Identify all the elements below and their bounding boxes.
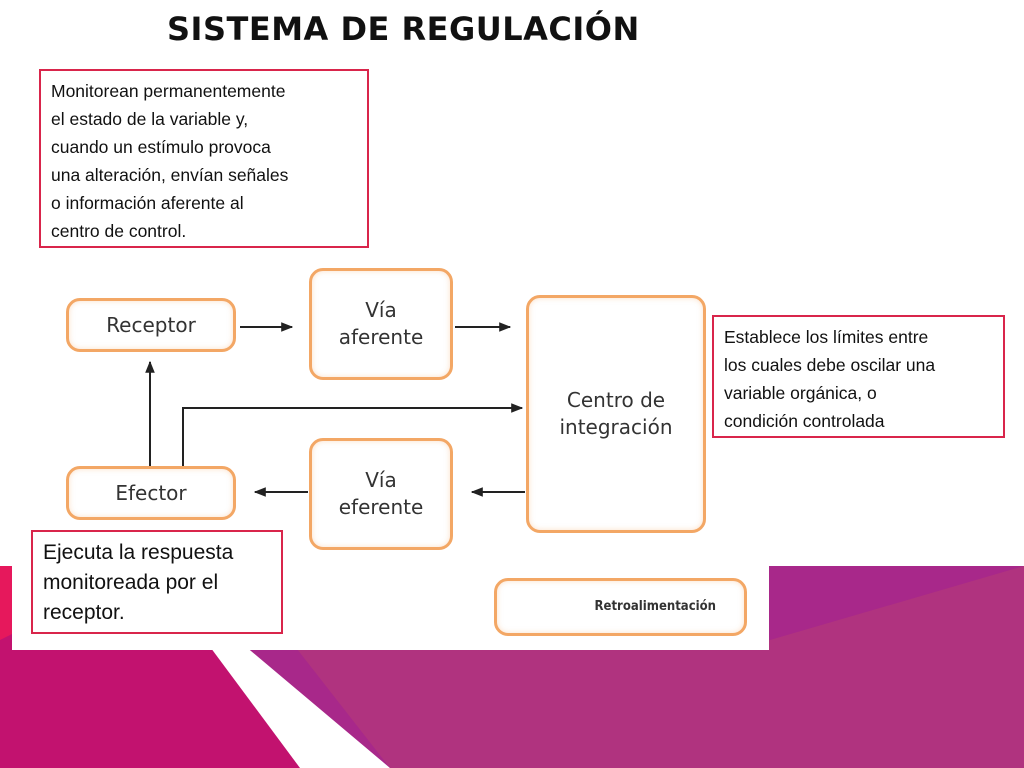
note-receptor-line: el estado de la variable y,: [51, 109, 249, 129]
note-centro-line: variable orgánica, o: [724, 383, 877, 403]
note-efector-line: receptor.: [43, 601, 125, 624]
legend-box: Retroalimentación: [494, 578, 747, 636]
node-via-aferente-line2: aferente: [338, 325, 424, 349]
note-receptor: Monitorean permanentemente el estado de …: [39, 69, 369, 248]
node-centro-line1: Centro de: [566, 388, 666, 412]
node-via-aferente-line1: Vía: [365, 298, 397, 322]
node-receptor: Receptor: [66, 298, 236, 352]
node-via-aferente: Vía aferente: [309, 268, 453, 380]
note-centro-line: los cuales debe oscilar una: [724, 355, 936, 375]
note-centro: Establece los límites entre los cuales d…: [712, 315, 1005, 438]
page-title: SISTEMA DE REGULACIÓN: [167, 10, 640, 48]
node-via-eferente-line2: eferente: [338, 495, 424, 519]
node-via-eferente-line1: Vía: [365, 468, 397, 492]
node-centro-line2: integración: [559, 415, 673, 439]
note-efector-line: monitoreada por el: [43, 571, 219, 594]
note-efector: Ejecuta la respuesta monitoreada por el …: [31, 530, 283, 634]
note-centro-line: Establece los límites entre: [724, 327, 929, 347]
note-receptor-line: o información aferente al: [51, 193, 244, 213]
arrow-feedback: [182, 403, 524, 466]
legend-label: Retroalimentación: [594, 599, 716, 615]
note-receptor-line: una alteración, envían señales: [51, 165, 289, 185]
note-receptor-line: centro de control.: [51, 221, 187, 241]
note-receptor-line: Monitorean permanentemente: [51, 81, 286, 101]
node-receptor-label: Receptor: [106, 312, 196, 337]
note-receptor-line: cuando un estímulo provoca: [51, 137, 271, 157]
node-efector: Efector: [66, 466, 236, 520]
node-centro-integracion: Centro de integración: [526, 295, 706, 533]
node-via-eferente: Vía eferente: [309, 438, 453, 550]
note-centro-line: condición controlada: [724, 411, 885, 431]
node-efector-label: Efector: [115, 480, 187, 505]
note-efector-line: Ejecuta la respuesta: [43, 541, 234, 564]
